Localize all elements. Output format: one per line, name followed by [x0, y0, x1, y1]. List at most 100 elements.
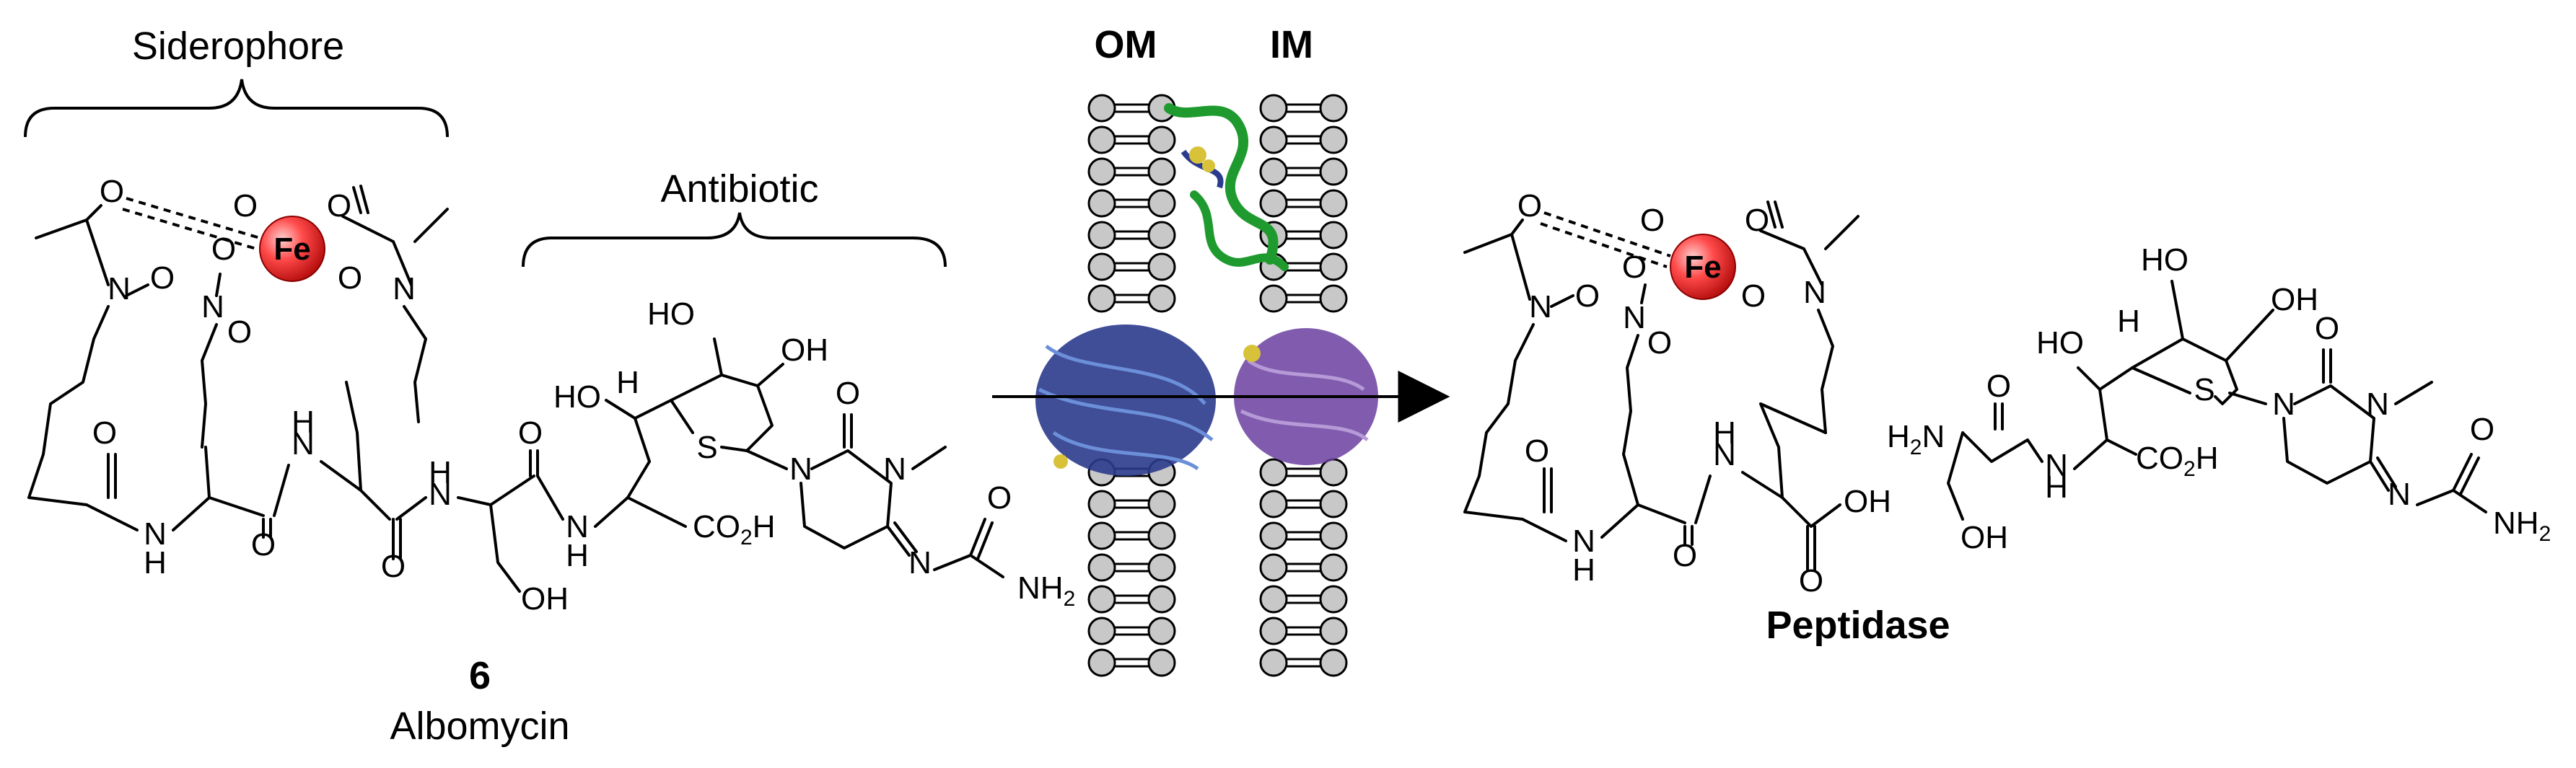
lipid-head: [1319, 458, 1348, 487]
atom-h-2: H: [292, 405, 315, 440]
p-atom-o-7: O: [1647, 325, 1672, 361]
p-atom-o-6: O: [1741, 278, 1766, 314]
lipid-head: [1319, 617, 1348, 645]
inner-membrane-label: IM: [1270, 23, 1313, 66]
lipid-head: [1087, 157, 1116, 186]
lipid-head: [1259, 585, 1288, 614]
compound-name: Albomycin: [390, 705, 569, 748]
lipid-head: [1087, 648, 1116, 677]
atom-o-7: O: [227, 314, 252, 350]
thiosugar-bonds: [605, 337, 788, 470]
lipid-head: [1259, 617, 1288, 645]
lipid-head: [1087, 284, 1116, 313]
albomycin-structure: Siderophore Antibiotic Fe O O O O O O O …: [24, 25, 1075, 748]
fe-label: Fe: [273, 231, 310, 267]
membrane-transport-panel: OM IM: [992, 23, 1450, 677]
atom-n-10: N: [908, 545, 932, 581]
lipid-head: [1319, 648, 1348, 677]
p-atom-nh2-1: NH2: [2493, 506, 2551, 546]
coordination-dashes: [122, 197, 260, 250]
lipid-head: [1087, 221, 1116, 250]
outer-membrane-label: OM: [1095, 23, 1157, 66]
p-atom-ho-2: HO: [2141, 242, 2189, 278]
lipid-head: [1147, 585, 1176, 614]
atom-o-13: O: [987, 480, 1012, 516]
lipid-head: [1259, 94, 1288, 123]
lipid-head: [1259, 157, 1288, 186]
lipid-head: [1259, 490, 1288, 518]
atom-n-3: N: [393, 271, 416, 306]
lipid-head: [1147, 157, 1176, 186]
antibiotic-label: Antibiotic: [660, 167, 818, 211]
siderophore-label: Siderophore: [132, 25, 344, 68]
p-atom-o-5: O: [1575, 278, 1600, 314]
lipid-head: [1147, 490, 1176, 518]
atom-o-1: O: [100, 174, 124, 209]
lipid-head: [1147, 553, 1176, 582]
atom-o-6: O: [338, 260, 362, 296]
atom-h-1: H: [144, 545, 167, 581]
lipid-head: [1087, 125, 1116, 154]
p-fragment-bonds: [1947, 280, 2274, 521]
p-atom-oh-2: OH: [1961, 520, 2008, 555]
lipid-head: [1147, 521, 1176, 550]
lipid-head: [1319, 284, 1348, 313]
product-fe-label: Fe: [1684, 250, 1721, 285]
lipid-head: [1259, 521, 1288, 550]
atom-o-12: O: [836, 376, 860, 411]
lipid-head: [1147, 189, 1176, 218]
atom-n-7: N: [566, 509, 589, 544]
periplasmic-protein-icon: [1164, 103, 1289, 271]
inner-membrane-bilayer-icon: [1259, 94, 1348, 677]
p-atom-s-1: S: [2194, 372, 2214, 407]
p-atom-n-7: N: [2272, 387, 2295, 422]
peptide-backbone-bonds: [85, 381, 651, 593]
atom-ho-2: HO: [647, 296, 695, 332]
p-atom-n-1: N: [1529, 289, 1552, 325]
lipid-head: [1087, 189, 1116, 218]
atom-h-3: H: [429, 455, 452, 490]
atom-n-6: N: [429, 477, 452, 512]
lipid-head: [1259, 648, 1288, 677]
lipid-head: [1319, 521, 1348, 550]
p-atom-h-2: H: [1713, 415, 1736, 451]
lipid-head: [1147, 221, 1176, 250]
p-atom-co2h-1: CO2H: [2136, 441, 2218, 481]
atom-o-11: O: [518, 415, 543, 451]
lipid-head: [1259, 125, 1288, 154]
atom-ho-1: HO: [553, 379, 601, 415]
enzyme-label: Peptidase: [1766, 604, 1950, 647]
lipid-head: [1319, 585, 1348, 614]
atom-n-5: N: [292, 426, 315, 462]
p-atom-n-5: N: [1713, 437, 1736, 472]
lipid-head: [1087, 521, 1116, 550]
p-siderophore-bonds: [1463, 200, 1859, 521]
p-atom-n-6: N: [2045, 448, 2068, 483]
lipid-head: [1319, 94, 1348, 123]
lipid-head: [1319, 553, 1348, 582]
atom-n-1: N: [108, 271, 131, 306]
p-cytosine-bonds: [2282, 348, 2487, 513]
p-atom-o-4: O: [1622, 250, 1647, 285]
lipid-head: [1147, 125, 1176, 154]
lipid-head: [1147, 284, 1176, 313]
atom-n-8: N: [789, 451, 812, 487]
siderophore-brace: [24, 79, 449, 138]
p-atom-o-11: O: [1986, 368, 2011, 404]
lipid-head: [1259, 458, 1288, 487]
p-atom-h-1: H: [1572, 552, 1595, 588]
p-atom-h-3: H: [2045, 469, 2068, 505]
lipid-head: [1087, 252, 1116, 281]
lipid-head: [1259, 553, 1288, 582]
lipid-head: [1147, 648, 1176, 677]
p-atom-n-4: N: [1572, 524, 1595, 559]
lipid-head: [1087, 617, 1116, 645]
transporter-protein-icon: [1035, 325, 1216, 476]
atom-oh-1: OH: [521, 581, 569, 617]
p-atom-o-10: O: [1799, 563, 1823, 599]
atom-h-4: H: [566, 538, 589, 573]
cytosine-bonds: [799, 413, 1004, 578]
lipid-head: [1147, 252, 1176, 281]
lipid-head: [1319, 490, 1348, 518]
p-atom-oh-3: OH: [2271, 282, 2318, 317]
